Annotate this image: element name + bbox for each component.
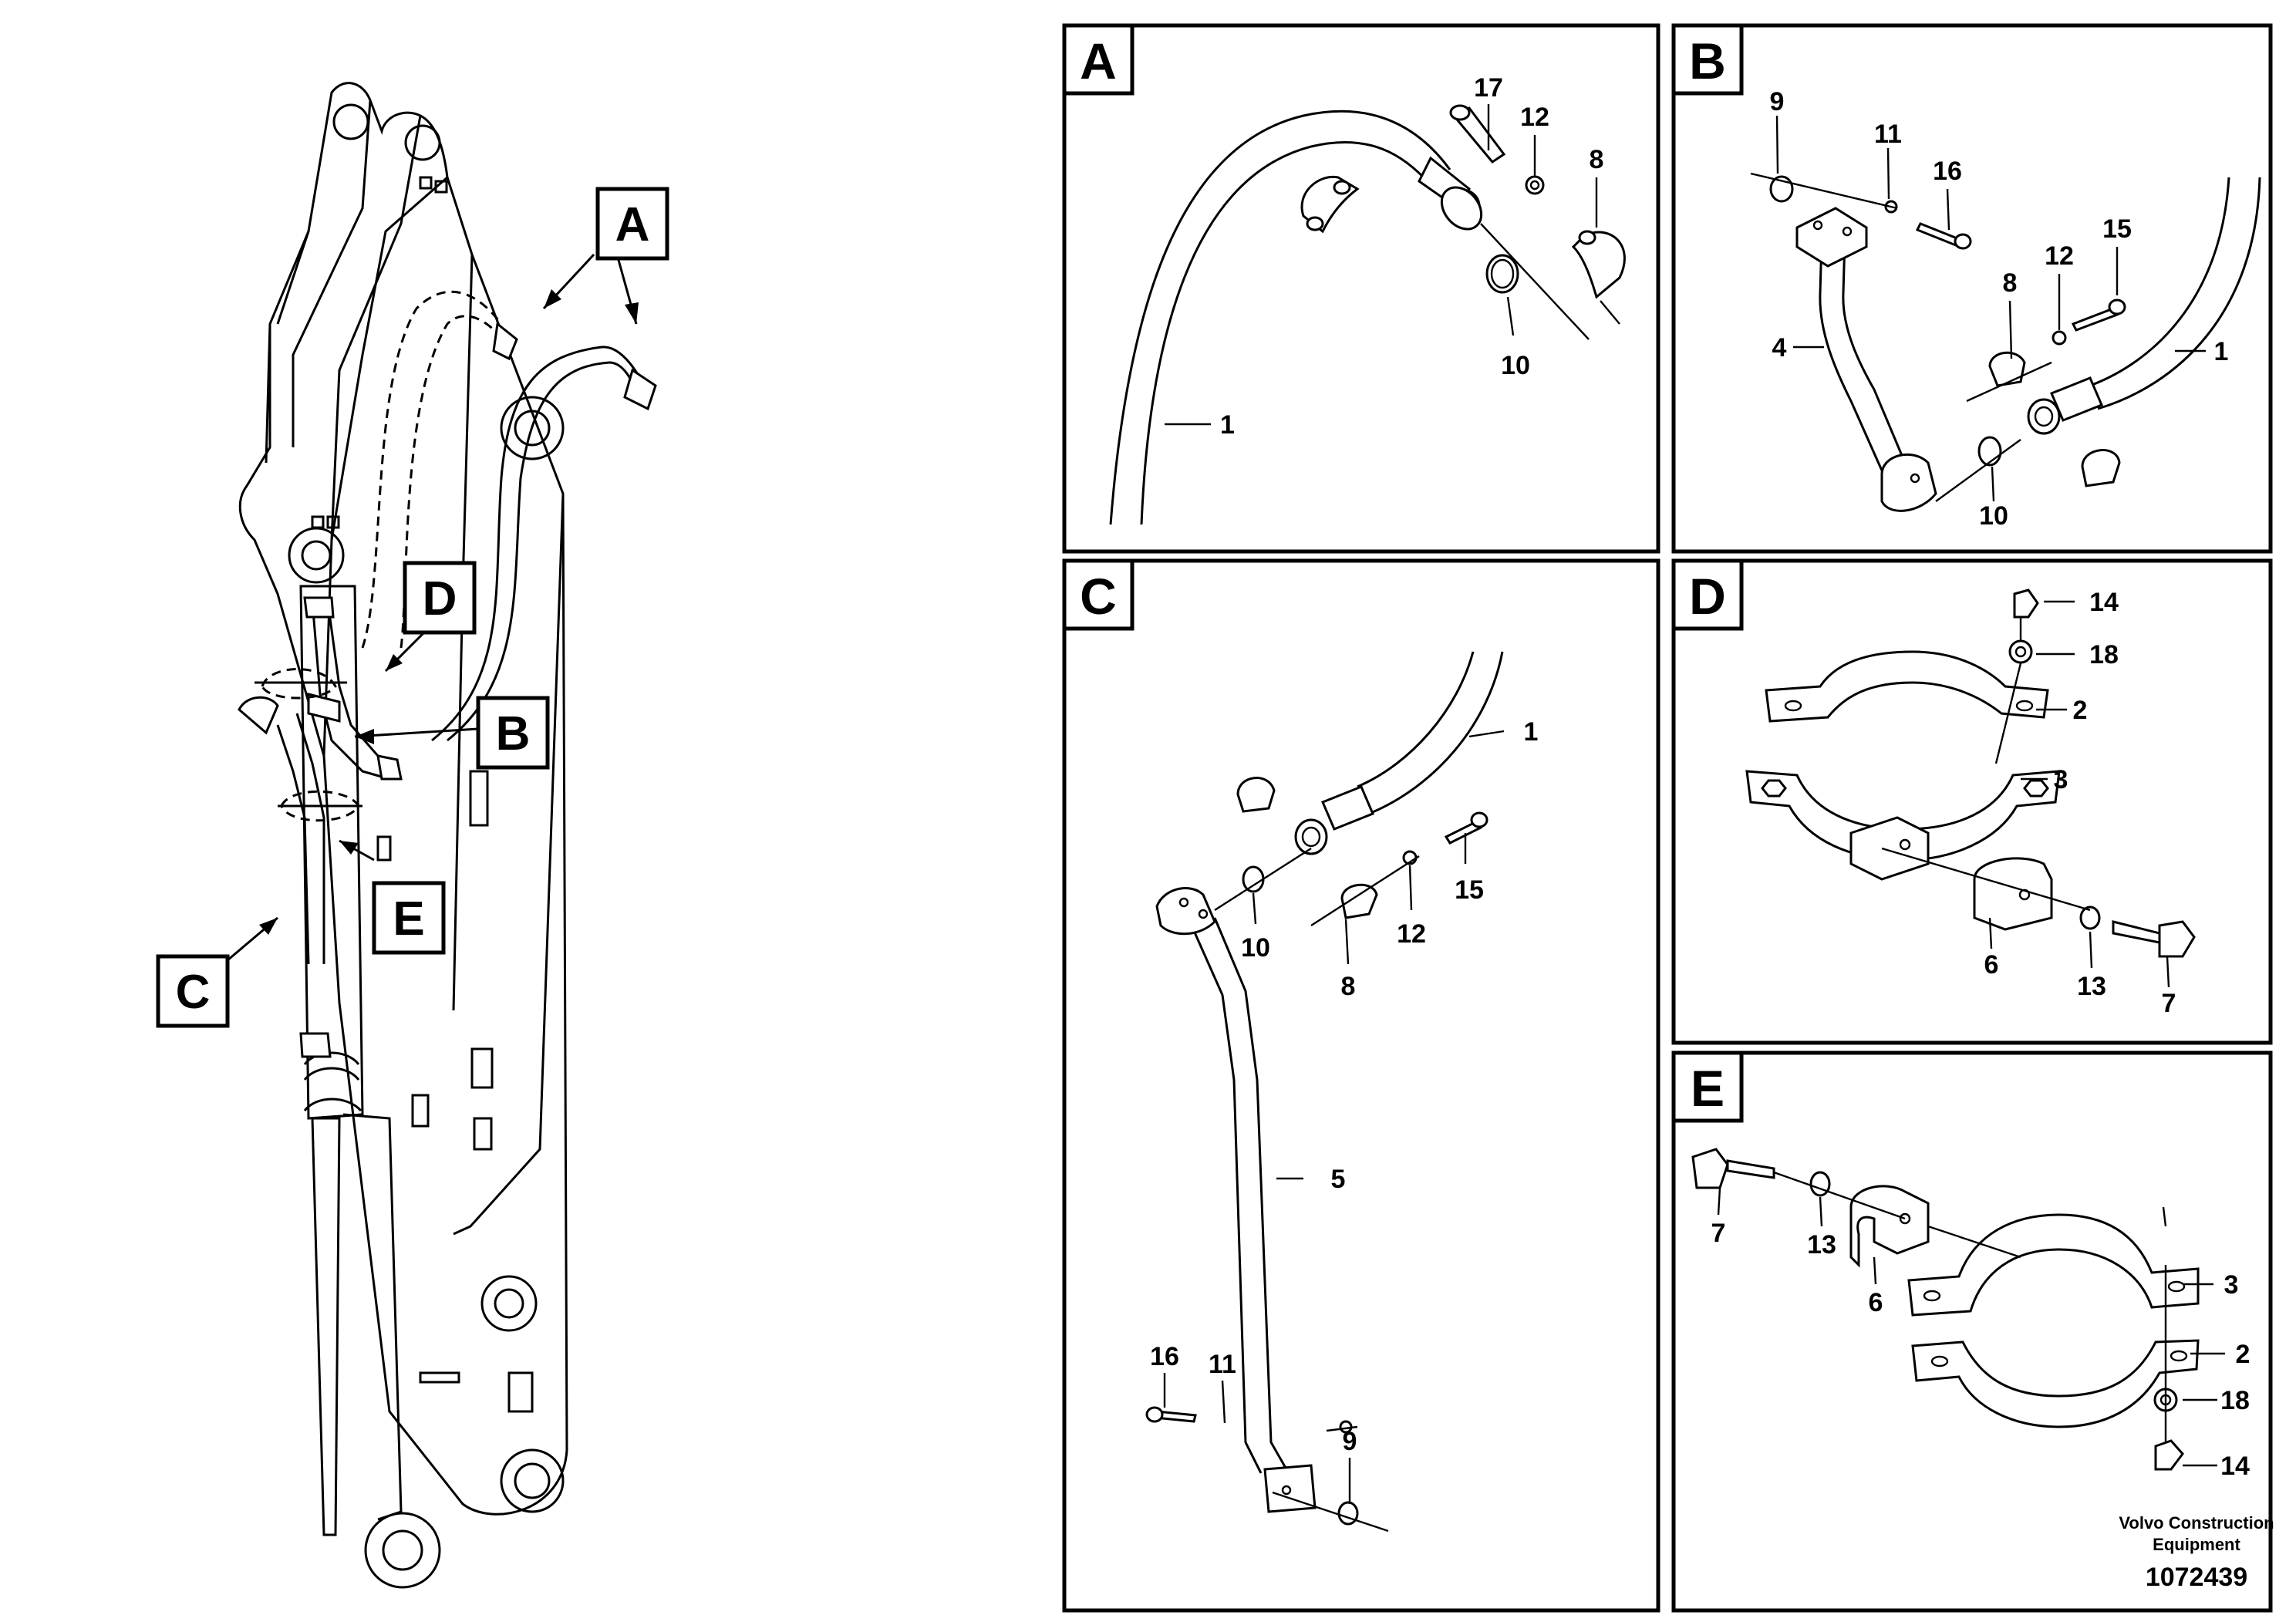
part-number: 1	[1524, 717, 1539, 747]
part-number: 7	[1711, 1219, 1726, 1248]
part-number: 16	[1150, 1342, 1179, 1371]
part-number: 16	[1933, 157, 1962, 186]
main-callout-A-label: A	[615, 198, 650, 251]
panel-C-label: C	[1080, 568, 1117, 625]
part-number: 1	[2214, 337, 2229, 366]
part-number: 4	[1772, 333, 1787, 363]
part-number: 1	[1220, 410, 1235, 440]
panel-B: B	[1671, 23, 2273, 554]
main-callout-D-label: D	[423, 572, 457, 626]
panel-C: C	[1062, 558, 1660, 1613]
part-number: 15	[1455, 875, 1484, 905]
part-number: 3	[2224, 1270, 2239, 1300]
main-callout-A[interactable]: A	[595, 187, 669, 261]
part-number: 6	[1869, 1288, 1883, 1317]
part-number: 8	[1590, 145, 1604, 174]
part-number: 8	[2003, 268, 2018, 298]
main-callout-B[interactable]: B	[476, 696, 550, 770]
part-number: 14	[2089, 588, 2119, 617]
part-number: 2	[2073, 696, 2088, 725]
main-callout-C-label: C	[176, 966, 211, 1019]
part-number: 17	[1474, 73, 1503, 103]
part-number: 15	[2102, 214, 2132, 244]
main-callout-E-label: E	[393, 892, 424, 946]
part-number: 6	[1984, 950, 1999, 980]
part-number: 18	[2089, 640, 2119, 669]
part-number: 7	[2162, 989, 2176, 1018]
main-callout-B-label: B	[496, 707, 531, 760]
boom-assembly-view	[238, 82, 657, 1589]
panel-D-label: D	[1689, 568, 1726, 625]
part-number: 12	[1397, 919, 1426, 949]
part-number: 11	[1209, 1350, 1236, 1379]
panel-B-label: B	[1689, 32, 1726, 89]
panel-E-label: E	[1691, 1060, 1725, 1117]
panel-A: A 1 17 12 8 10	[1062, 23, 1660, 554]
panel-E: E 7 13 6 3 2 18	[1671, 1050, 2274, 1613]
part-number: 10	[1241, 933, 1270, 963]
part-number: 2	[2236, 1340, 2250, 1369]
main-callout-D[interactable]: D	[403, 561, 477, 635]
panel-A-label: A	[1080, 32, 1117, 89]
part-number: 13	[2077, 972, 2106, 1001]
panel-D: D 14 18 2 3 6	[1671, 558, 2273, 1045]
part-number: 14	[2220, 1452, 2250, 1481]
part-number: 12	[1520, 103, 1549, 132]
part-number: 10	[1979, 501, 2008, 531]
brand-line-2: Equipment	[2153, 1535, 2240, 1554]
main-callout-pointers	[227, 253, 639, 962]
part-number: 5	[1331, 1165, 1346, 1194]
document-number: 1072439	[2146, 1563, 2247, 1592]
part-number: 9	[1770, 87, 1785, 116]
part-number: 9	[1343, 1427, 1357, 1456]
part-number: 3	[2054, 765, 2068, 794]
part-number: 12	[2045, 241, 2074, 271]
part-number: 10	[1501, 351, 1530, 380]
brand-line-1: Volvo Construction	[2119, 1513, 2274, 1533]
main-callout-C[interactable]: C	[156, 954, 230, 1028]
part-number: 18	[2220, 1386, 2250, 1415]
part-number: 11	[1874, 120, 1902, 149]
main-callout-E[interactable]: E	[372, 881, 446, 955]
part-number: 13	[1807, 1230, 1836, 1259]
part-number: 8	[1341, 972, 1356, 1001]
